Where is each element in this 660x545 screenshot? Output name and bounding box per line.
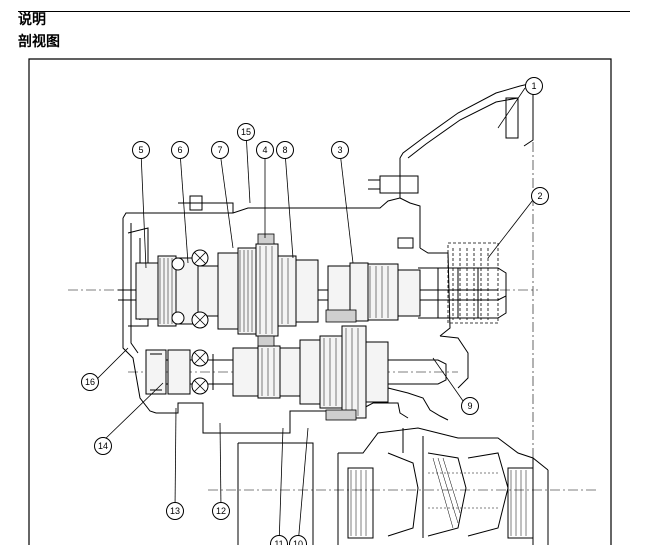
callout-7: 7 <box>211 141 229 159</box>
callout-4: 4 <box>256 141 274 159</box>
svg-text:5: 5 <box>138 145 143 155</box>
output-gear-hatching <box>261 328 359 416</box>
svg-text:12: 12 <box>216 506 226 516</box>
callout-16: 16 <box>81 373 99 391</box>
callout-10: 10 <box>289 535 307 545</box>
differential <box>237 427 549 545</box>
header-rule <box>18 11 630 12</box>
svg-text:10: 10 <box>293 539 303 545</box>
bearing-marks <box>193 251 207 393</box>
svg-text:11: 11 <box>274 539 283 545</box>
svg-text:7: 7 <box>217 145 222 155</box>
callout-9: 9 <box>461 397 479 415</box>
svg-text:15: 15 <box>241 127 251 137</box>
svg-text:14: 14 <box>98 441 108 451</box>
clutch-spline-area <box>447 242 499 324</box>
output-shaft-nut <box>145 349 167 395</box>
synchronizer-hubs <box>257 233 357 421</box>
callout-2: 2 <box>531 187 549 205</box>
input-gear-hatching <box>159 246 389 334</box>
figure-title: 剖视图 <box>18 34 60 50</box>
svg-text:13: 13 <box>170 506 180 516</box>
callout-15: 15 <box>237 123 255 141</box>
section-title: 说明 <box>18 12 46 28</box>
svg-text:4: 4 <box>262 145 267 155</box>
cross-section-drawing: 1 2 3 4 5 6 7 8 9 10 11 12 13 14 15 16 <box>28 58 612 545</box>
callout-8: 8 <box>276 141 294 159</box>
callout-6: 6 <box>171 141 189 159</box>
svg-text:2: 2 <box>537 191 542 201</box>
differential-hatching <box>350 457 527 536</box>
svg-text:9: 9 <box>467 401 472 411</box>
callout-13: 13 <box>166 502 184 520</box>
callout-3: 3 <box>331 141 349 159</box>
output-gear-stack <box>167 325 389 419</box>
svg-text:16: 16 <box>85 377 95 387</box>
svg-text:8: 8 <box>282 145 287 155</box>
callout-11: 11 <box>270 535 288 545</box>
callout-5: 5 <box>132 141 150 159</box>
callout-markers: 1 2 3 4 5 6 7 8 9 10 11 12 13 14 15 16 <box>81 77 549 545</box>
shift-rod <box>178 175 419 249</box>
callout-12: 12 <box>212 502 230 520</box>
transmission-cross-section-figure: 1 2 3 4 5 6 7 8 9 10 11 12 13 14 15 16 <box>28 58 612 545</box>
svg-text:1: 1 <box>531 81 536 91</box>
figure-frame <box>28 58 612 545</box>
input-gear-stack <box>135 243 421 337</box>
svg-text:6: 6 <box>177 145 182 155</box>
callout-14: 14 <box>94 437 112 455</box>
svg-text:3: 3 <box>337 145 342 155</box>
callout-leaders <box>89 87 537 545</box>
callout-1: 1 <box>525 77 543 95</box>
